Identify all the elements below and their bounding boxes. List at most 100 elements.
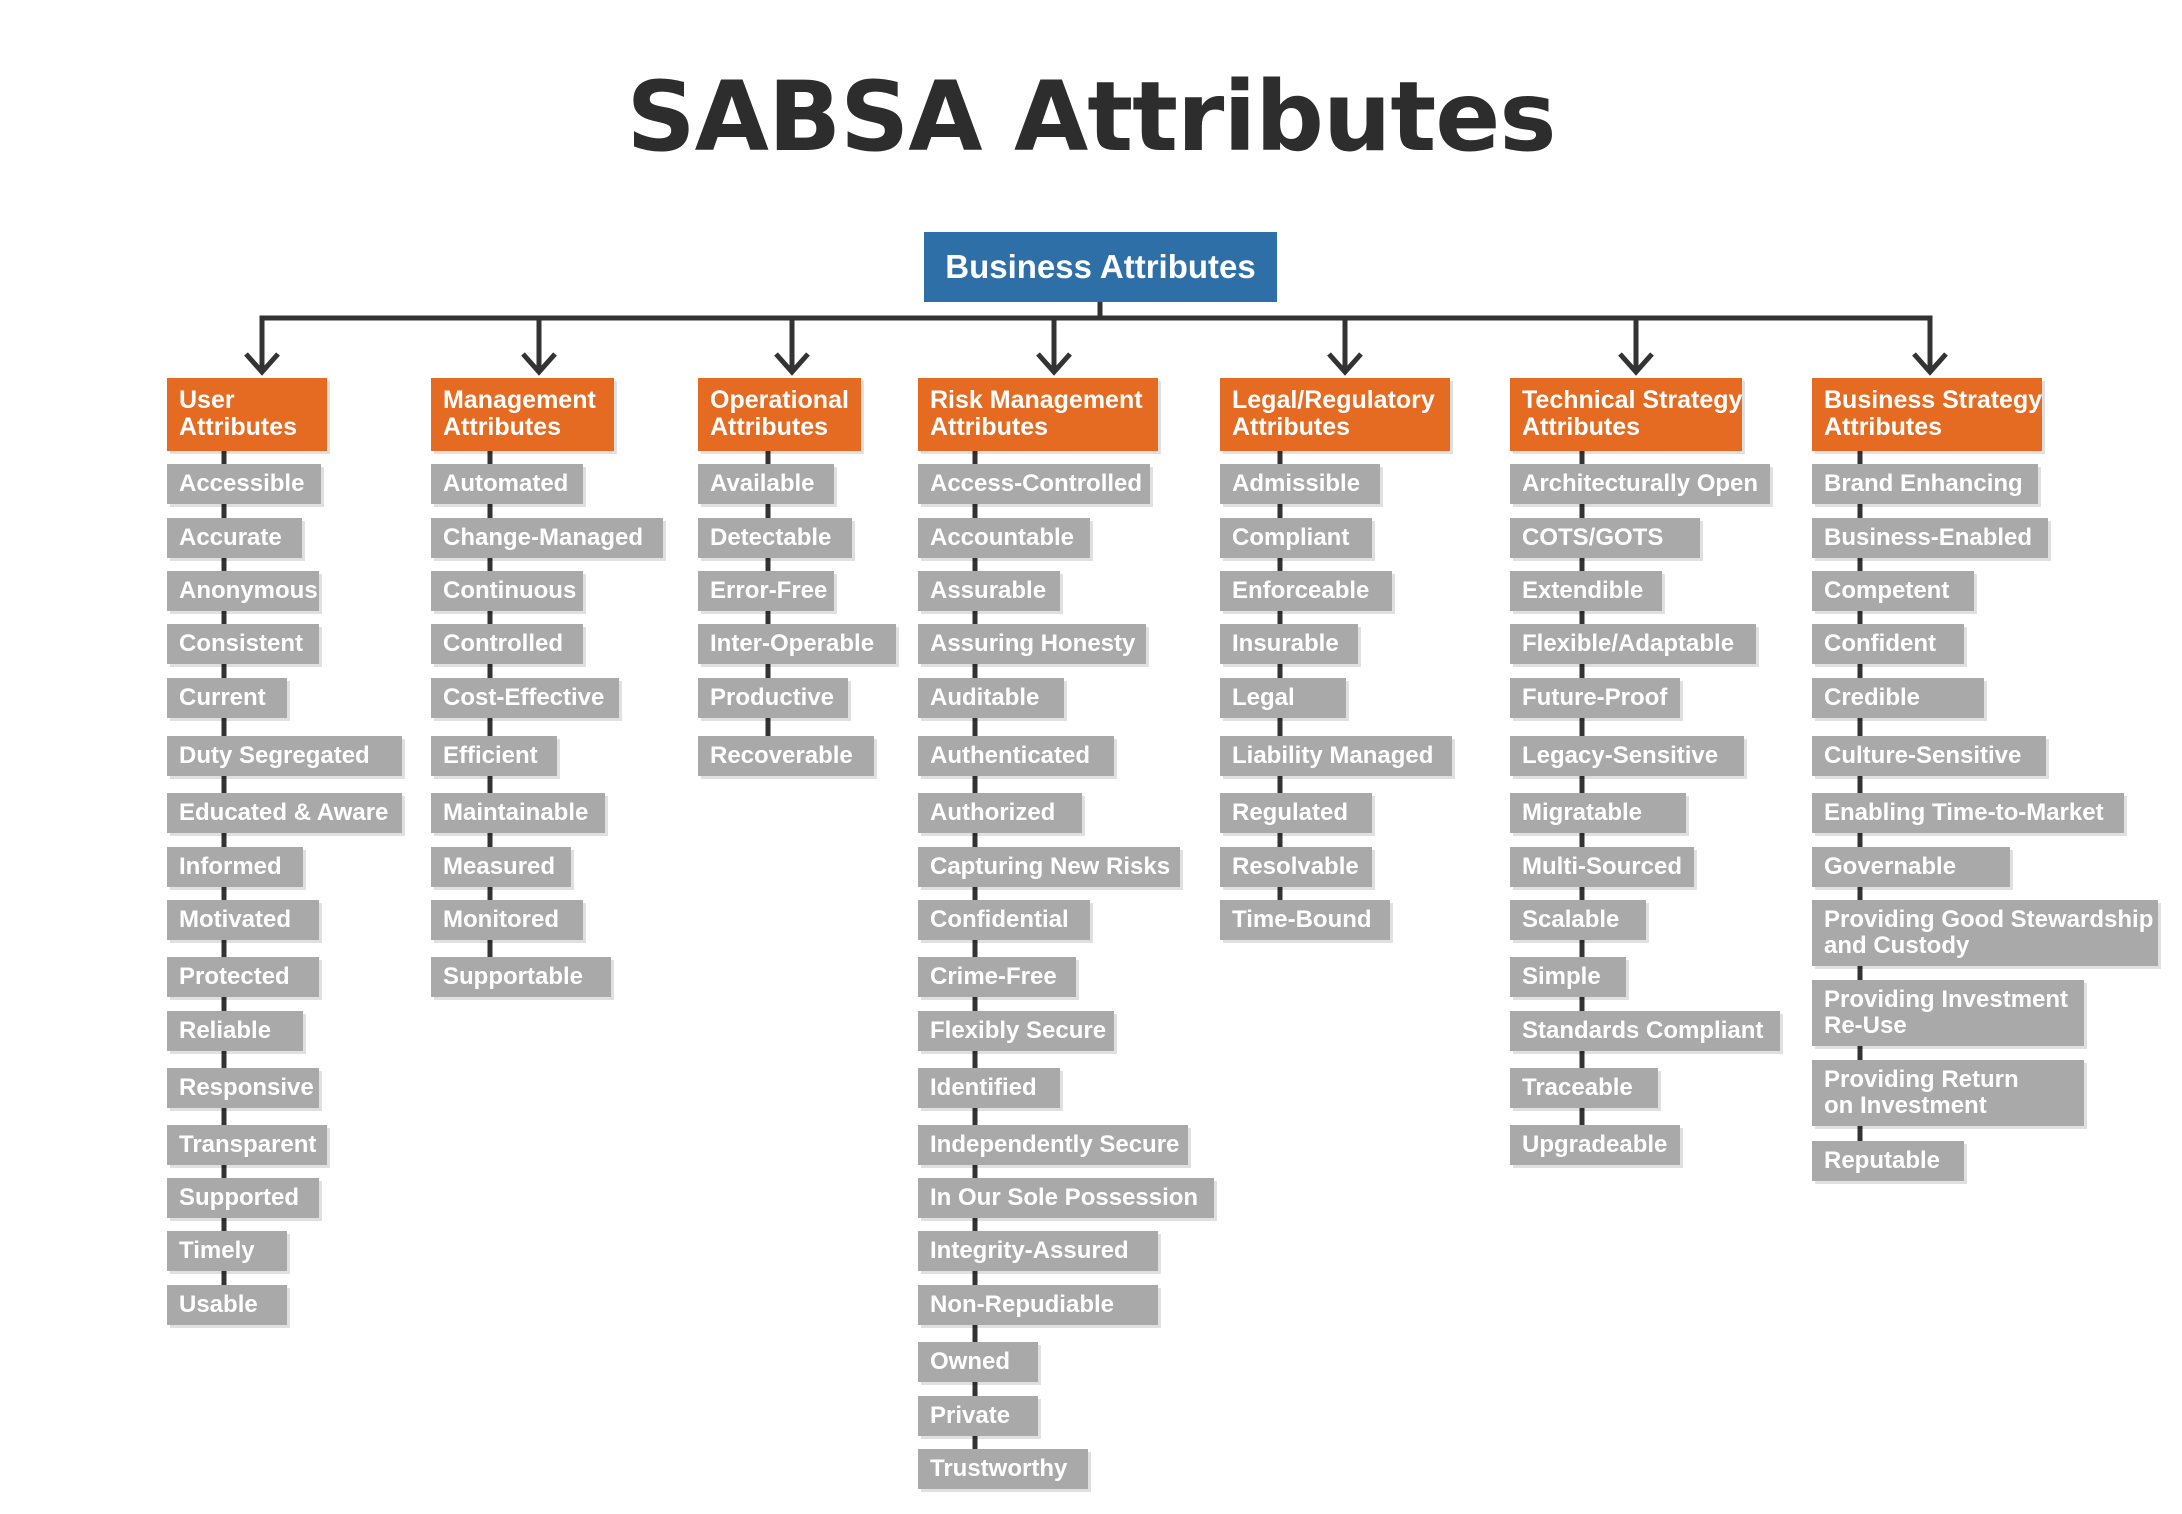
- attribute-item: Future-Proof: [1510, 678, 1680, 718]
- attribute-item-label: Culture-Sensitive: [1824, 742, 2022, 769]
- attribute-item: Independently Secure: [918, 1125, 1188, 1165]
- attribute-item: Automated: [431, 464, 583, 504]
- attribute-item: Productive: [698, 678, 848, 718]
- attribute-item-label: Owned: [930, 1348, 1011, 1375]
- attribute-item: Motivated: [167, 900, 319, 940]
- attribute-item: Business-Enabled: [1812, 518, 2048, 558]
- attribute-item: Migratable: [1510, 793, 1686, 833]
- attribute-item: Informed: [167, 847, 303, 887]
- attribute-item-label: Insurable: [1232, 630, 1339, 657]
- attribute-item-label: Trustworthy: [930, 1455, 1068, 1482]
- attribute-item-label: Confidential: [930, 906, 1069, 933]
- category-header-line: Management: [443, 386, 596, 414]
- attribute-item-label: Enforceable: [1232, 577, 1370, 604]
- attribute-item-label: Timely: [179, 1237, 255, 1264]
- attribute-item-label: Business-Enabled: [1824, 524, 2033, 551]
- attribute-item-label: Flexible/Adaptable: [1522, 630, 1735, 657]
- attribute-item-label: on Investment: [1824, 1092, 1987, 1119]
- attribute-item-label: Legacy-Sensitive: [1522, 742, 1719, 769]
- attribute-item-label: Compliant: [1232, 524, 1350, 551]
- attribute-item-label: Cost-Effective: [443, 684, 605, 711]
- attribute-item-label: Consistent: [179, 630, 304, 657]
- attribute-item-label: Assurable: [930, 577, 1047, 604]
- attribute-item-label: Reputable: [1824, 1147, 1941, 1174]
- attribute-item: Monitored: [431, 900, 583, 940]
- attribute-item: Insurable: [1220, 624, 1358, 664]
- attribute-item-label: COTS/GOTS: [1522, 524, 1664, 551]
- attribute-item: Architecturally Open: [1510, 464, 1770, 504]
- attribute-item-label: Simple: [1522, 963, 1601, 990]
- attribute-item-label: Accessible: [179, 470, 305, 497]
- attribute-item-label: Credible: [1824, 684, 1921, 711]
- attribute-item-label: Admissible: [1232, 470, 1361, 497]
- attribute-item: Protected: [167, 957, 319, 997]
- attribute-item-label: Time-Bound: [1232, 906, 1372, 933]
- attribute-item-label: Legal: [1232, 684, 1295, 711]
- attribute-item: Flexible/Adaptable: [1510, 624, 1756, 664]
- attribute-item-label: Accurate: [179, 524, 282, 551]
- attribute-item: Reliable: [167, 1011, 303, 1051]
- attribute-item: Supported: [167, 1178, 319, 1218]
- attribute-item: Simple: [1510, 957, 1626, 997]
- attribute-item: Flexibly Secure: [918, 1011, 1114, 1051]
- category-header-line: Operational: [710, 386, 849, 414]
- attribute-item-label: Standards Compliant: [1522, 1017, 1764, 1044]
- attribute-item-label: Traceable: [1522, 1074, 1633, 1101]
- attribute-item: Upgradeable: [1510, 1125, 1680, 1165]
- attribute-item-label: Flexibly Secure: [930, 1017, 1107, 1044]
- attribute-item: Reputable: [1812, 1141, 1964, 1181]
- attribute-item-label: Informed: [179, 853, 282, 880]
- attribute-item: Liability Managed: [1220, 736, 1452, 776]
- attribute-item-label: Capturing New Risks: [930, 853, 1171, 880]
- attribute-item-label: Reliable: [179, 1017, 272, 1044]
- attribute-item: Governable: [1812, 847, 2010, 887]
- attribute-item: Duty Segregated: [167, 736, 402, 776]
- attribute-item: Enabling Time-to-Market: [1812, 793, 2124, 833]
- attribute-item: Competent: [1812, 571, 1974, 611]
- attribute-item: Auditable: [918, 678, 1064, 718]
- attribute-item-label: Protected: [179, 963, 290, 990]
- attribute-item: Crime-Free: [918, 957, 1076, 997]
- attribute-item: Maintainable: [431, 793, 605, 833]
- attribute-item: Enforceable: [1220, 571, 1392, 611]
- attribute-item: Time-Bound: [1220, 900, 1390, 940]
- attribute-item: Anonymous: [167, 571, 319, 611]
- attribute-item: Extendible: [1510, 571, 1662, 611]
- category-header-line: Attributes: [710, 413, 829, 441]
- attribute-item-label: Governable: [1824, 853, 1957, 880]
- category-header-line: Attributes: [1522, 413, 1641, 441]
- attribute-item: Legacy-Sensitive: [1510, 736, 1744, 776]
- attribute-item: Trustworthy: [918, 1449, 1088, 1489]
- category-header-line: Technical Strategy: [1522, 386, 1743, 414]
- category-header-line: Business Strategy: [1824, 386, 2043, 414]
- attribute-item-label: Measured: [443, 853, 556, 880]
- attribute-item: Traceable: [1510, 1068, 1658, 1108]
- attribute-item: Recoverable: [698, 736, 874, 776]
- attribute-item-label: Upgradeable: [1522, 1131, 1668, 1158]
- attribute-item: Regulated: [1220, 793, 1372, 833]
- attribute-item-label: Providing Return: [1824, 1066, 2019, 1093]
- attribute-item-label: Access-Controlled: [930, 470, 1143, 497]
- attribute-item-label: Duty Segregated: [179, 742, 370, 769]
- attribute-item-label: Re-Use: [1824, 1012, 1907, 1039]
- attribute-item: Continuous: [431, 571, 583, 611]
- attribute-item-label: Extendible: [1522, 577, 1644, 604]
- attribute-item-label: Providing Good Stewardship: [1824, 906, 2154, 933]
- category-header-line: User: [179, 386, 235, 414]
- attribute-item: Available: [698, 464, 834, 504]
- category-header-line: Legal/Regulatory: [1232, 386, 1435, 414]
- attribute-item: COTS/GOTS: [1510, 518, 1700, 558]
- attribute-item: Supportable: [431, 957, 611, 997]
- attribute-item: Access-Controlled: [918, 464, 1150, 504]
- attribute-item: Transparent: [167, 1125, 327, 1165]
- attribute-item: Detectable: [698, 518, 852, 558]
- category-header-line: Attributes: [443, 413, 562, 441]
- category-header-line: Attributes: [179, 413, 298, 441]
- category-header-line: Risk Management: [930, 386, 1143, 414]
- attribute-item: Integrity-Assured: [918, 1231, 1158, 1271]
